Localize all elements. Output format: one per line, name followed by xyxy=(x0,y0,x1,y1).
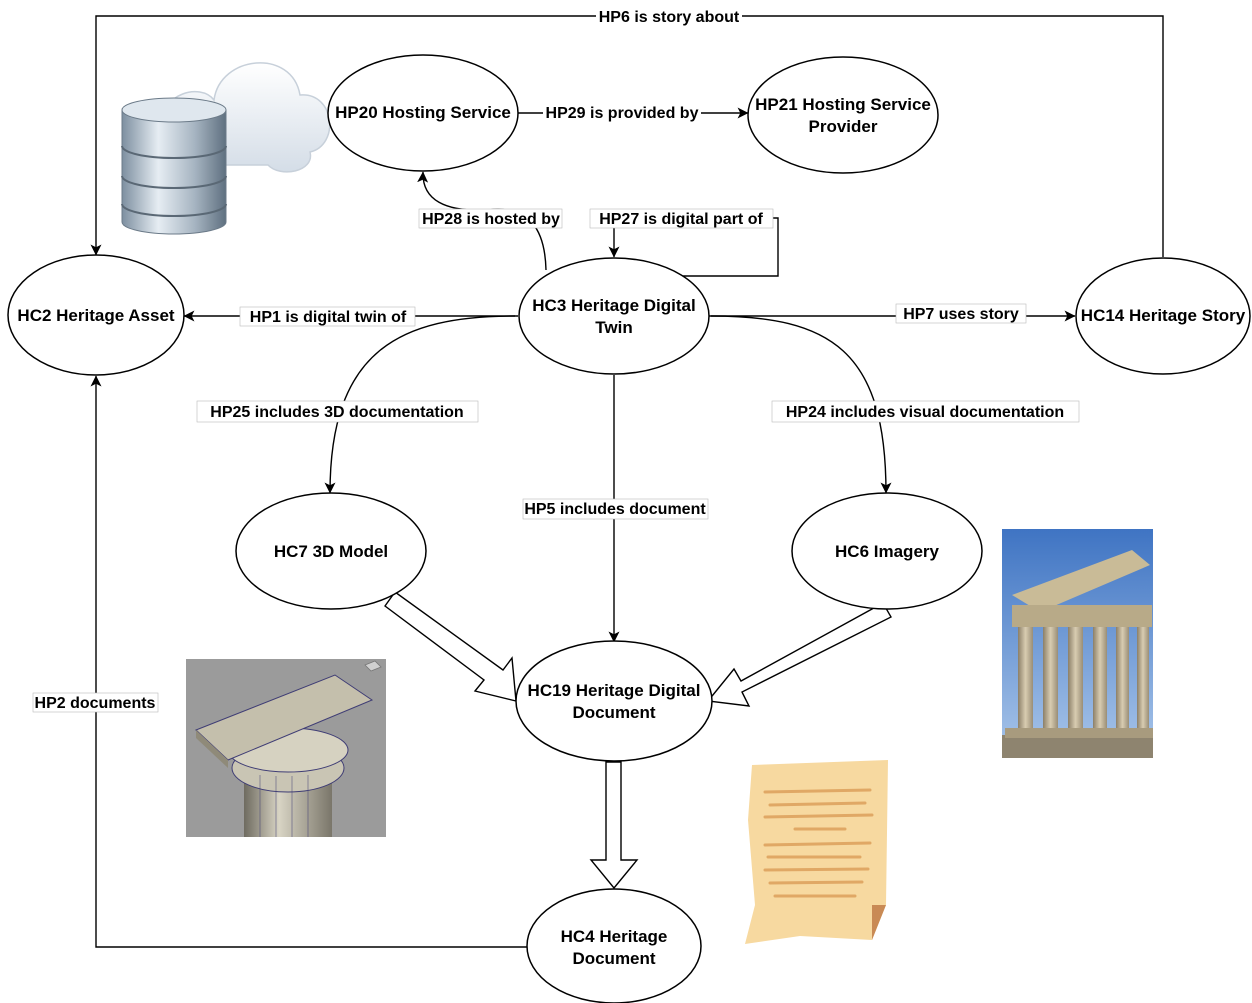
node-hc3-label-line1: HC3 Heritage Digital xyxy=(532,296,695,315)
node-hp20-label: HP20 Hosting Service xyxy=(335,103,511,122)
parthenon-photo-illustration xyxy=(1002,529,1153,758)
edge-hp2 xyxy=(90,375,528,948)
block-arrow-hc7-hc19 xyxy=(384,591,517,702)
node-hc14-label: HC14 Heritage Story xyxy=(1081,306,1246,325)
node-hp21-label-line1: HP21 Hosting Service xyxy=(755,95,931,114)
edge-label-hp7: HP7 uses story xyxy=(903,306,1019,323)
node-hc4-label-line1: HC4 Heritage xyxy=(561,927,668,946)
edge-hp25 xyxy=(324,315,516,494)
node-hc6-label: HC6 Imagery xyxy=(835,542,939,561)
node-hc7-ellipse xyxy=(235,492,427,610)
node-hc6-ellipse xyxy=(791,492,983,610)
edge-label-hp2: HP2 documents xyxy=(35,695,156,712)
node-hp21-ellipse xyxy=(747,56,939,174)
node-hc19-label-line2: Document xyxy=(572,703,655,722)
node-hc2-label: HC2 Heritage Asset xyxy=(17,306,174,325)
database-icon xyxy=(121,97,227,235)
node-hc2-ellipse xyxy=(7,254,185,376)
node-hc3-ellipse xyxy=(518,257,710,375)
block-arrow-hc6-hc19 xyxy=(706,602,892,707)
edge-label-hp28: HP28 is hosted by xyxy=(422,211,560,228)
edge-label-hp6: HP6 is story about xyxy=(599,9,740,26)
edge-hp27 xyxy=(608,217,779,277)
column-3d-model-illustration xyxy=(186,659,386,837)
node-hp21-label-line2: Provider xyxy=(809,117,878,136)
node-hp20-ellipse xyxy=(327,54,519,172)
edge-label-hp24: HP24 includes visual documentation xyxy=(786,404,1064,421)
node-hc7-label: HC7 3D Model xyxy=(274,542,388,561)
node-hc14-ellipse xyxy=(1075,257,1251,375)
node-hc19-label-line1: HC19 Heritage Digital xyxy=(528,681,701,700)
node-hc4-ellipse xyxy=(526,888,702,1003)
node-hc3-label-line2: Twin xyxy=(595,318,632,337)
parchment-document-illustration xyxy=(745,760,888,944)
edge-label-hp25: HP25 includes 3D documentation xyxy=(210,404,463,421)
edge-label-hp5: HP5 includes document xyxy=(524,501,706,518)
edge-label-hp1: HP1 is digital twin of xyxy=(250,309,407,326)
node-hc4-label-line2: Document xyxy=(572,949,655,968)
edge-label-hp27: HP27 is digital part of xyxy=(599,211,763,228)
edge-label-hp29: HP29 is provided by xyxy=(546,105,699,122)
node-hc19-ellipse xyxy=(515,640,713,762)
database-cloud-illustration xyxy=(121,62,331,235)
edge-hp24 xyxy=(710,315,892,494)
block-arrow-hc19-hc4 xyxy=(589,761,639,890)
